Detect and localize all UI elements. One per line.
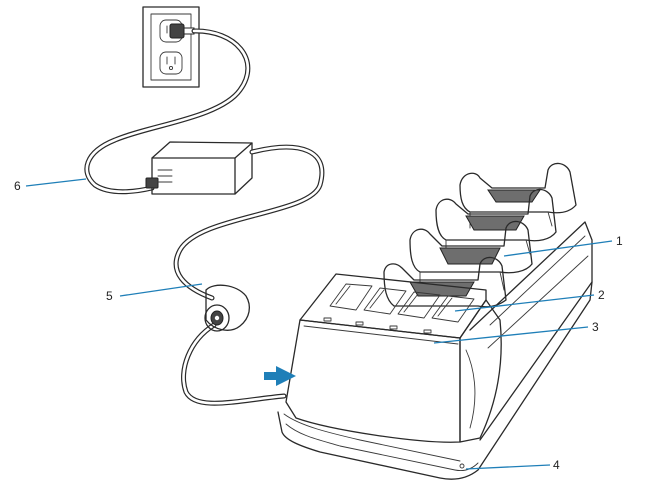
- callout-5: 5: [106, 289, 113, 303]
- callout-4: 4: [553, 458, 560, 472]
- callout-leaders: [25, 178, 613, 470]
- ferrite-bead: [204, 284, 251, 332]
- callout-1: 1: [616, 234, 623, 248]
- battery-slots: [329, 283, 475, 323]
- cradle-base: [277, 281, 593, 480]
- device-slot-middle: [435, 188, 557, 257]
- power-supply: [145, 141, 253, 195]
- battery-charger-module: [285, 273, 502, 443]
- callout-3: 3: [592, 320, 599, 334]
- callout-2: 2: [598, 288, 605, 302]
- battery-charge-leds: [323, 317, 432, 334]
- wall-outlet: [142, 6, 200, 88]
- arrow-right-icon: [264, 366, 296, 386]
- device-slots: [383, 162, 593, 441]
- callout-6: 6: [14, 179, 21, 193]
- device-slot-foremost: [383, 256, 507, 308]
- ac-line-cord: [84, 28, 251, 195]
- device-slot-front: [409, 220, 533, 293]
- dc-cable: [173, 144, 325, 406]
